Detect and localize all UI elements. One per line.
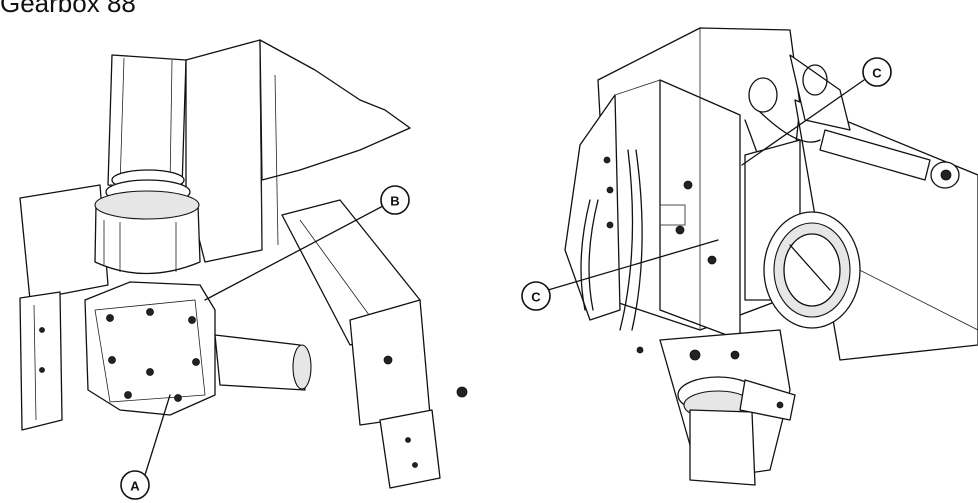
callout-b-label: B (390, 194, 399, 209)
callout-c-top-label: C (872, 66, 882, 81)
figure-heading: Gearbox 88 (0, 0, 136, 18)
left-gearbox-assembly (19, 39, 468, 489)
callout-c-top: C (862, 57, 892, 87)
leader-lines (144, 79, 865, 476)
callout-c-left-label: C (531, 290, 541, 305)
callout-c-left: C (521, 281, 551, 311)
right-gearbox-assembly (564, 27, 978, 486)
callout-a: A (120, 470, 150, 500)
callout-b: B (380, 185, 410, 215)
callout-a-label: A (130, 479, 140, 494)
